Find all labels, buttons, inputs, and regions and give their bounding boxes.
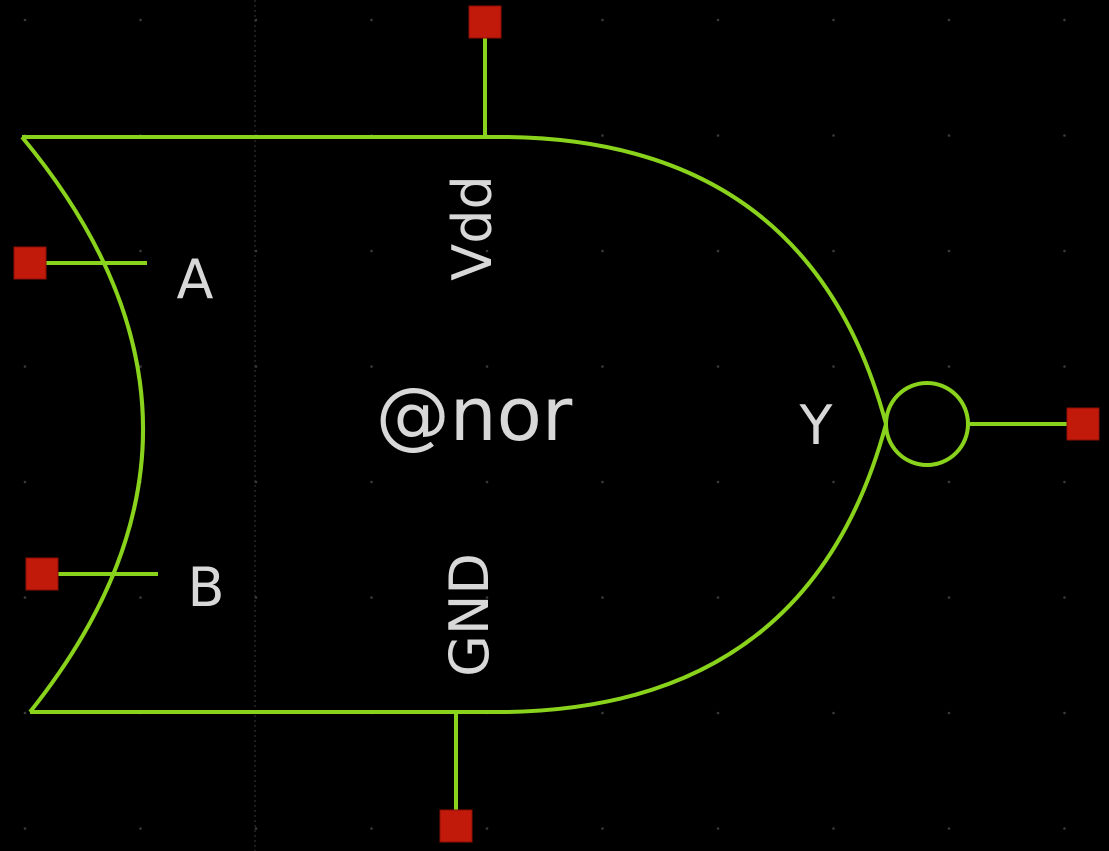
- grid-dot: [23, 827, 27, 830]
- grid-dot: [1063, 480, 1066, 484]
- gate-outline: [20, 135, 970, 714]
- grid-dot: [370, 480, 373, 484]
- gate-front-top-arc: [504, 135, 888, 425]
- pin-markers[interactable]: [13, 5, 1100, 843]
- inversion-bubble: [884, 381, 970, 467]
- grid-dot: [716, 596, 720, 599]
- grid-dot: [716, 249, 720, 253]
- grid-dot: [139, 365, 142, 368]
- grid-dot: [485, 365, 489, 368]
- grid-dot: [947, 249, 951, 253]
- grid-dot: [601, 249, 604, 253]
- grid-dot: [832, 827, 835, 830]
- grid-dot: [601, 18, 604, 22]
- pin-wires: [30, 22, 1083, 826]
- grid-dot: [1063, 134, 1066, 137]
- grid-dot: [947, 18, 951, 22]
- grid-dot: [485, 249, 489, 253]
- grid-dot: [139, 596, 142, 599]
- gate-front-bottom-arc: [504, 423, 888, 714]
- grid-dot: [485, 480, 489, 484]
- y-pin[interactable]: [1066, 407, 1100, 441]
- grid-dot: [716, 827, 720, 830]
- grid-dot: [485, 827, 489, 830]
- gnd-pin[interactable]: [439, 809, 473, 843]
- grid-dots: [23, 18, 1066, 830]
- grid-dot: [1063, 365, 1066, 368]
- vdd-pin[interactable]: [468, 5, 502, 39]
- cell-name-label: @nor: [376, 372, 573, 458]
- gate-back-curve: [20, 135, 145, 714]
- pin-label-b: B: [187, 556, 224, 619]
- grid-dot: [23, 596, 27, 599]
- b-pin[interactable]: [25, 557, 59, 591]
- grid-dot: [601, 827, 604, 830]
- grid-dot: [139, 18, 142, 22]
- grid-dot: [832, 711, 835, 715]
- grid-dot: [370, 827, 373, 830]
- grid-dot: [716, 18, 720, 22]
- grid-dot: [601, 480, 604, 484]
- grid-dot: [1063, 18, 1066, 22]
- pin-label-gnd: GND: [438, 553, 501, 677]
- grid-dot: [139, 827, 142, 830]
- grid-dot: [254, 827, 258, 830]
- grid-dot: [832, 480, 835, 484]
- grid-dot: [947, 365, 951, 368]
- grid-dot: [832, 249, 835, 253]
- a-pin[interactable]: [13, 246, 47, 280]
- grid-dot: [139, 249, 142, 253]
- grid-dot: [947, 134, 951, 137]
- grid-dot: [832, 134, 835, 137]
- grid-dot: [485, 596, 489, 599]
- grid-dot: [947, 711, 951, 715]
- grid-dot: [716, 134, 720, 137]
- grid-dot: [832, 365, 835, 368]
- grid-dot: [1063, 596, 1066, 599]
- grid-dot: [716, 365, 720, 368]
- grid-dot: [23, 365, 27, 368]
- grid-dot: [716, 480, 720, 484]
- grid-dot: [947, 480, 951, 484]
- grid-dot: [947, 596, 951, 599]
- pin-label-a: A: [177, 248, 214, 311]
- pin-label-y: Y: [799, 394, 834, 457]
- grid-dot: [370, 18, 373, 22]
- grid-dot: [1063, 827, 1066, 830]
- grid-dot: [716, 711, 720, 715]
- grid-dot: [370, 249, 373, 253]
- grid-dot: [601, 365, 604, 368]
- grid-dot: [23, 480, 27, 484]
- pin-label-vdd: Vdd: [441, 175, 504, 281]
- grid-dot: [1063, 249, 1066, 253]
- grid-dot: [23, 18, 27, 22]
- grid-dot: [601, 134, 604, 137]
- grid-dot: [601, 596, 604, 599]
- grid-dot: [1063, 711, 1066, 715]
- grid-dot: [601, 711, 604, 715]
- grid-dot: [370, 365, 373, 368]
- grid-dot: [832, 18, 835, 22]
- grid-dot: [947, 827, 951, 830]
- grid-dot: [23, 711, 27, 715]
- grid-dot: [370, 596, 373, 599]
- grid-dot: [832, 596, 835, 599]
